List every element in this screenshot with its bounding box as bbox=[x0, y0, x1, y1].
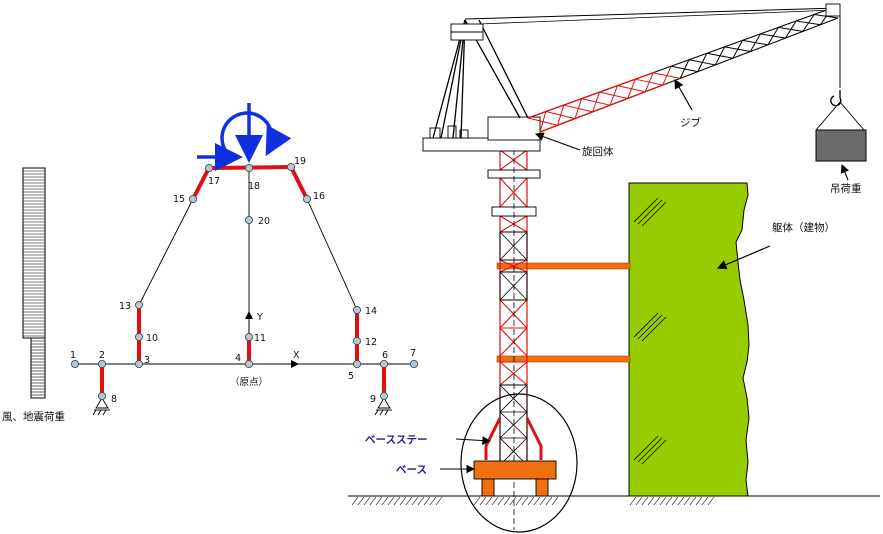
building bbox=[628, 182, 750, 497]
node-label: 10 bbox=[146, 333, 158, 344]
pendant-line bbox=[464, 7, 839, 20]
wall-tie-upper bbox=[496, 262, 631, 270]
sling bbox=[815, 101, 865, 131]
node-label: 14 bbox=[365, 306, 377, 317]
node-19 bbox=[286, 162, 296, 172]
crane-base-leg-right bbox=[535, 478, 549, 497]
base-label: ベース bbox=[396, 464, 427, 476]
model-nodes bbox=[70, 162, 419, 401]
node-1 bbox=[70, 359, 80, 369]
node-label: 3 bbox=[144, 355, 150, 366]
crane-base bbox=[473, 460, 557, 480]
node-13 bbox=[134, 300, 144, 310]
node-17 bbox=[204, 163, 214, 173]
slewing-callout-arrow bbox=[534, 132, 581, 151]
origin-label: （原点） bbox=[230, 376, 268, 388]
crane-base-leg-left bbox=[481, 478, 495, 497]
pendant-line-2 bbox=[478, 9, 837, 25]
jib-tip bbox=[825, 3, 841, 17]
node-label: 19 bbox=[294, 156, 306, 167]
node-label: 7 bbox=[410, 348, 416, 359]
node-20 bbox=[244, 215, 254, 225]
jib-callout-arrow bbox=[674, 78, 693, 111]
node-label: 16 bbox=[313, 191, 325, 202]
node-label: 5 bbox=[348, 371, 354, 382]
axis-y-label: Y bbox=[256, 312, 263, 323]
node-18 bbox=[244, 163, 254, 173]
model-thin-members bbox=[75, 168, 414, 365]
node-label: 18 bbox=[248, 181, 260, 192]
base-detail-circle bbox=[460, 393, 578, 533]
building-callout-arrow bbox=[716, 245, 771, 270]
node-7 bbox=[409, 359, 419, 369]
crane-jib bbox=[527, 7, 839, 133]
hook-icon bbox=[830, 90, 842, 107]
building-glass-marks bbox=[633, 197, 667, 465]
load-bar-diagram bbox=[22, 167, 46, 399]
load-callout-arrow bbox=[840, 163, 849, 181]
node-11 bbox=[244, 332, 254, 342]
node-3 bbox=[134, 359, 144, 369]
node-4 bbox=[244, 359, 254, 369]
node-label: 9 bbox=[370, 394, 376, 405]
slewing-label: 旋回体 bbox=[582, 145, 614, 158]
node-6 bbox=[379, 359, 389, 369]
ground-hatch bbox=[351, 496, 715, 506]
node-label: 15 bbox=[173, 194, 185, 205]
jib-label: ジブ bbox=[680, 116, 701, 129]
slewing-body bbox=[422, 116, 541, 152]
base-stay-callout-arrow bbox=[455, 436, 492, 445]
node-2 bbox=[97, 359, 107, 369]
base-stay-label: ベースステー bbox=[365, 434, 427, 446]
base-stays bbox=[484, 417, 543, 460]
node-label: 17 bbox=[208, 176, 220, 187]
wall-tie-lower bbox=[496, 355, 631, 363]
suspended-load bbox=[815, 129, 867, 162]
load-caption: 風、地震荷重 bbox=[2, 410, 65, 423]
building-label: 躯体（建物） bbox=[772, 221, 835, 234]
node-5 bbox=[352, 359, 362, 369]
support-8 bbox=[92, 397, 110, 416]
node-label: 12 bbox=[365, 337, 377, 348]
node-9 bbox=[379, 391, 389, 401]
node-label: 20 bbox=[258, 216, 270, 227]
node-label: 11 bbox=[254, 333, 266, 344]
load-label: 吊荷重 bbox=[830, 182, 862, 195]
node-12 bbox=[352, 336, 362, 346]
node-label: 6 bbox=[382, 350, 388, 361]
node-10 bbox=[134, 332, 144, 342]
blue-load-arrows bbox=[197, 103, 292, 171]
node-label: 1 bbox=[70, 350, 76, 361]
support-9 bbox=[374, 397, 392, 416]
node-14 bbox=[352, 305, 362, 315]
node-label: 13 bbox=[119, 301, 131, 312]
node-8 bbox=[97, 391, 107, 401]
node-15 bbox=[188, 194, 198, 204]
a-frame bbox=[432, 19, 529, 139]
axis-x-label: X bbox=[293, 350, 300, 361]
node-label: 8 bbox=[111, 394, 117, 405]
node-label: 2 bbox=[99, 350, 105, 361]
node-label: 4 bbox=[235, 353, 241, 364]
node-16 bbox=[302, 194, 312, 204]
